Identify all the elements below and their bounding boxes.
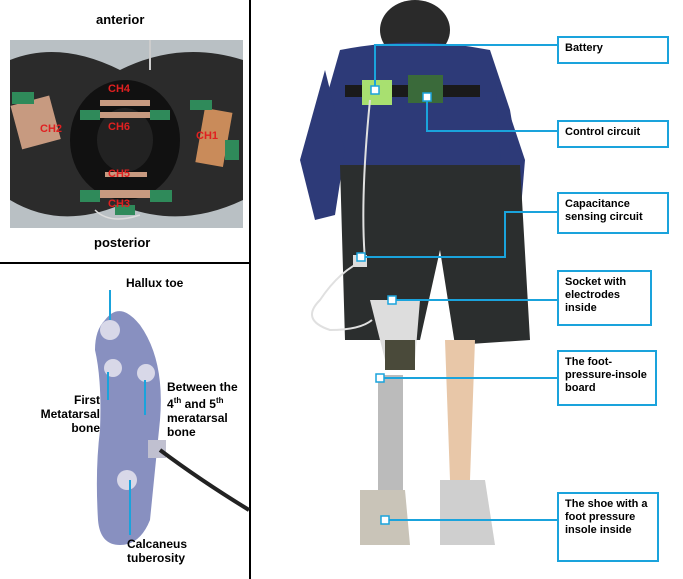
ch6-label: CH6 bbox=[108, 121, 130, 133]
between-line2: 4th and 5th bbox=[167, 394, 247, 411]
ch4-label: CH4 bbox=[108, 83, 130, 95]
anterior-label: anterior bbox=[96, 13, 144, 27]
between-sup-th2: th bbox=[216, 396, 224, 405]
ch2-label: CH2 bbox=[40, 123, 62, 135]
person-photo bbox=[300, 0, 530, 545]
capacitance-callout: Capacitance sensing circuit bbox=[557, 192, 669, 234]
first-metatarsal-label: First Metatarsal bone bbox=[25, 393, 100, 435]
between-4: 4 bbox=[167, 397, 174, 411]
between-line3: meratarsal bone bbox=[167, 411, 247, 439]
calcaneus-label: Calcaneus tuberosity bbox=[127, 537, 207, 565]
battery-callout: Battery bbox=[557, 36, 669, 64]
insole-board-callout: The foot-pressure-insole board bbox=[557, 350, 657, 406]
ch5-label: CH5 bbox=[108, 168, 130, 180]
shoe-callout: The shoe with a foot pressure insole ins… bbox=[557, 492, 659, 562]
socket-callout: Socket with electrodes inside bbox=[557, 270, 652, 326]
between-line1: Between the bbox=[167, 380, 247, 394]
between-and-5: and 5 bbox=[181, 397, 216, 411]
posterior-label: posterior bbox=[94, 236, 150, 250]
hallux-label: Hallux toe bbox=[126, 276, 183, 290]
ch1-label: CH1 bbox=[196, 130, 218, 142]
ch3-label: CH3 bbox=[108, 198, 130, 210]
control-circuit-callout: Control circuit bbox=[557, 120, 669, 148]
between-label: Between the 4th and 5th meratarsal bone bbox=[167, 380, 247, 439]
